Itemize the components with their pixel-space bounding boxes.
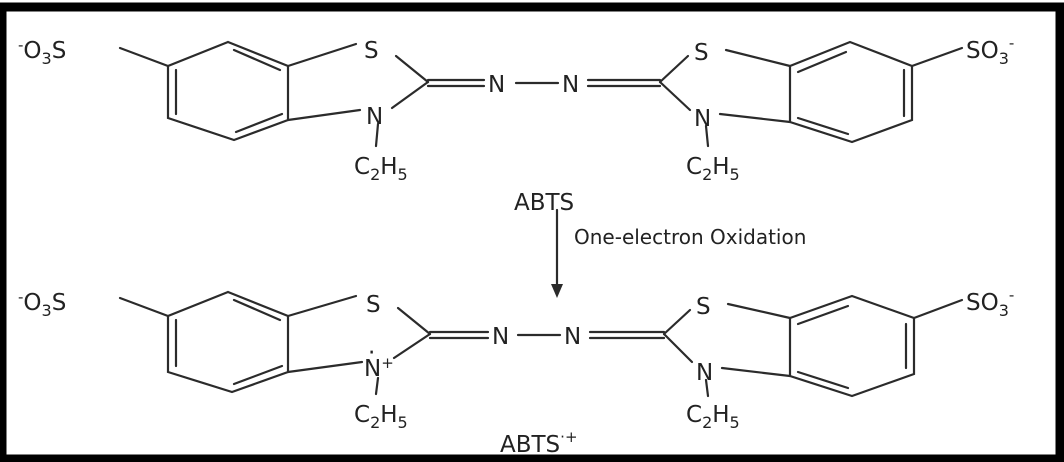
left-ring-nitrogen: N xyxy=(366,104,383,130)
right-sulfonate-label: SO3- xyxy=(966,34,1014,68)
right-sulfonate-bond xyxy=(910,46,964,68)
product-left-ring-nitrogen-cation: N+ xyxy=(364,354,394,382)
product-radical-dot: · xyxy=(368,340,375,366)
azo-nitrogen-1: N xyxy=(488,72,505,98)
product-azo-nitrogen-1: N xyxy=(492,324,509,350)
left-benzene-ring xyxy=(166,40,290,142)
right-ring-nitrogen: N xyxy=(694,106,711,132)
product-left-ethyl-bond xyxy=(374,376,380,396)
product-left-ring-sulfur: S xyxy=(366,292,381,318)
abts-radical-cation-molecule: -O3S S N N · N+ C2H5 S N C2H5 SO3- ABTS·… xyxy=(18,286,1014,458)
reaction-label: One-electron Oxidation xyxy=(574,225,806,249)
product-left-benzene-ring xyxy=(166,290,290,394)
abts-molecule: -O3S S N N N C2H5 S N C2H5 SO3- ABTS xyxy=(18,34,1014,216)
product-azo-bridge xyxy=(428,330,666,340)
azo-bridge xyxy=(426,78,662,88)
product-right-ring-sulfur: S xyxy=(696,294,711,320)
product-right-ethyl-label: C2H5 xyxy=(686,402,740,432)
product-left-thiazole-ring xyxy=(286,294,432,374)
right-ring-sulfur: S xyxy=(694,40,709,66)
product-right-sulfonate-label: SO3- xyxy=(966,286,1014,320)
product-right-sulfonate-bond xyxy=(912,298,964,320)
abts-radical-cation-name: ABTS·+ xyxy=(500,428,578,458)
abts-name: ABTS xyxy=(514,190,574,216)
left-sulfonate-bond xyxy=(118,46,170,68)
left-ethyl-bond xyxy=(374,122,380,148)
product-right-benzene-ring xyxy=(788,294,916,398)
right-benzene-ring xyxy=(788,40,914,144)
left-thiazole-ring xyxy=(286,42,430,122)
azo-nitrogen-2: N xyxy=(562,72,579,98)
product-left-sulfonate-bond xyxy=(118,296,170,318)
left-ring-sulfur: S xyxy=(364,38,379,64)
product-azo-nitrogen-2: N xyxy=(564,324,581,350)
left-sulfonate-label: -O3S xyxy=(18,36,66,68)
right-ethyl-bond xyxy=(704,124,710,148)
product-right-ring-nitrogen: N xyxy=(696,360,713,386)
product-right-ethyl-bond xyxy=(704,378,710,398)
product-left-ethyl-label: C2H5 xyxy=(354,402,408,432)
right-ethyl-label: C2H5 xyxy=(686,154,740,184)
left-ethyl-label: C2H5 xyxy=(354,154,408,184)
product-right-thiazole-ring xyxy=(662,302,792,378)
product-left-sulfonate-label: -O3S xyxy=(18,288,66,320)
reaction-arrow xyxy=(551,208,563,298)
right-thiazole-ring xyxy=(658,48,792,124)
